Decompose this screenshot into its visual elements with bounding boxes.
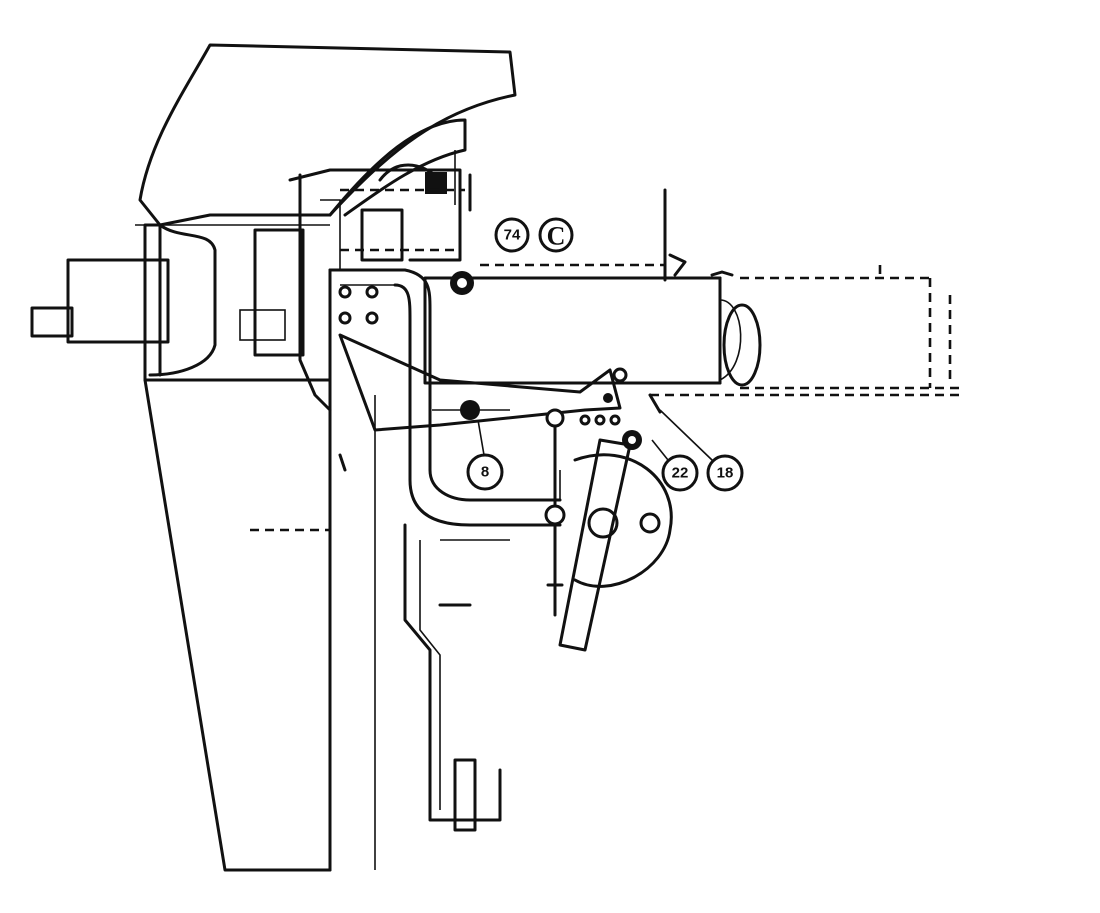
callout-18-label: 18 <box>717 465 734 482</box>
hidden-lines <box>340 248 960 500</box>
counterweight-disc <box>544 408 673 652</box>
callout-74-label: 74 <box>504 227 521 244</box>
center-bracket <box>288 150 472 412</box>
lower-linkage <box>135 224 510 832</box>
callout-22-label: 22 <box>672 465 689 482</box>
callout-C: C <box>538 217 574 253</box>
callout-22: 22 <box>651 439 699 492</box>
left-shaft <box>30 223 305 377</box>
main-tube <box>423 188 960 390</box>
adjust-screw <box>460 400 480 420</box>
callout-18: 18 <box>659 409 744 492</box>
callout-8-label: 8 <box>481 464 489 481</box>
callout-74: 74 <box>494 217 530 253</box>
callout-8: 8 <box>466 419 504 491</box>
lever-arm <box>338 333 662 450</box>
clip-fitting-top <box>425 172 447 194</box>
callout-C-label: C <box>547 222 566 251</box>
vertical-frame <box>328 268 562 872</box>
